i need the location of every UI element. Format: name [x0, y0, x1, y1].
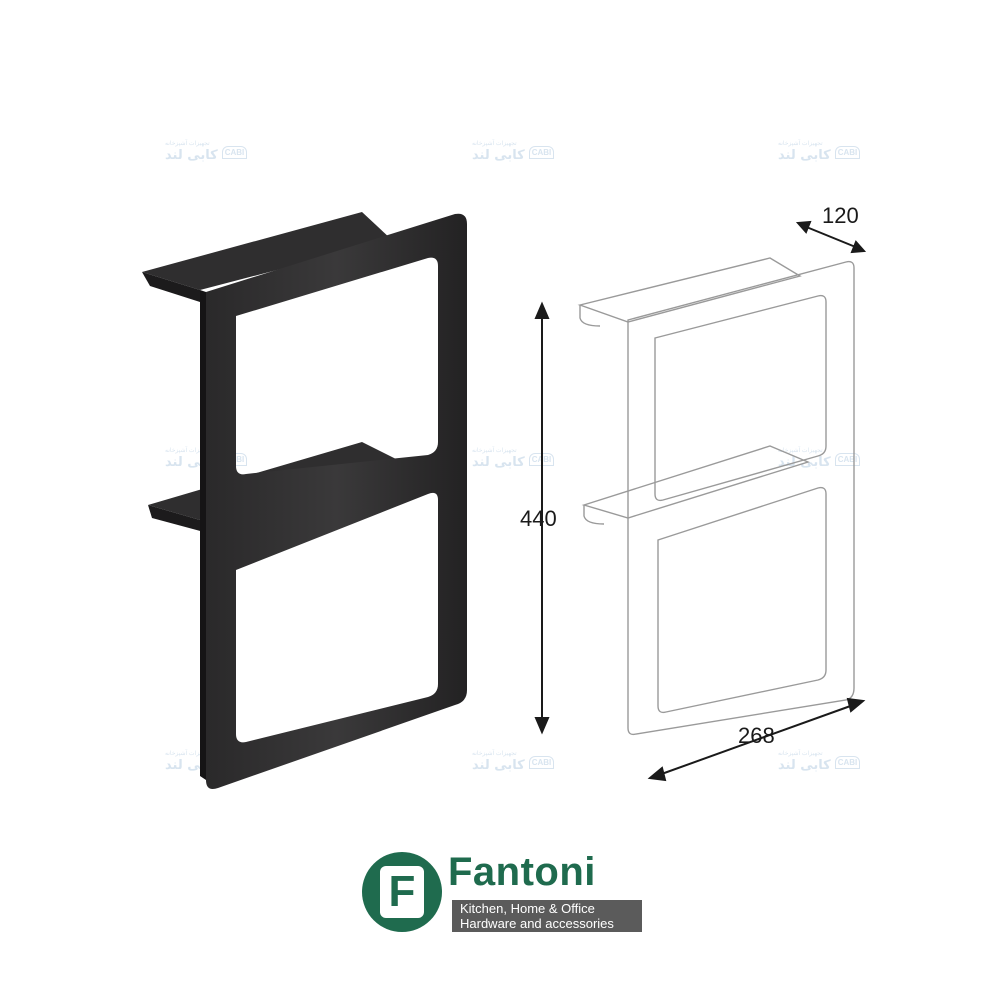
- depth-label: 120: [822, 203, 859, 228]
- width-label: 268: [738, 723, 775, 748]
- outline-top-shelf: [577, 257, 802, 323]
- watermark-title: کابی لند: [472, 758, 525, 773]
- outline-top-lip: [579, 305, 601, 327]
- logo-letter: F: [380, 866, 424, 918]
- depth-arrow-line: [803, 225, 859, 249]
- watermark-subtitle: تجهیزات آشپزخانه: [472, 448, 517, 454]
- width-arrow-head-end: [846, 697, 866, 713]
- width-arrow-line: [655, 703, 857, 777]
- watermark-subtitle: تجهیزات آشپزخانه: [472, 751, 517, 757]
- panel-edge: [200, 290, 206, 780]
- watermark-badge: CABI: [834, 145, 861, 159]
- depth-arrow-head-end: [850, 240, 867, 254]
- watermark-subtitle: تجهیزات آشپزخانه: [165, 751, 210, 757]
- height-arrow-head-bottom: [534, 717, 550, 735]
- outline-front-panel: [627, 260, 855, 736]
- outline-middle-lip: [583, 505, 605, 525]
- top-shelf-surface: [142, 212, 392, 290]
- brand-name: Fantoni: [448, 850, 596, 894]
- watermark-badge: CABI: [834, 755, 861, 769]
- watermark-badge: CABI: [834, 452, 861, 466]
- watermark-title: کابی لند: [778, 148, 831, 163]
- watermark-title: کابی لند: [778, 758, 831, 773]
- top-shelf-lip: [142, 272, 200, 302]
- outline-upper-window: [654, 294, 827, 502]
- watermark-title: کابی لند: [472, 148, 525, 163]
- watermark-title: کابی لند: [472, 455, 525, 470]
- height-label: 440: [520, 506, 557, 531]
- watermark-subtitle: تجهیزات آشپزخانه: [165, 141, 210, 147]
- middle-shelf-lip: [148, 505, 204, 532]
- watermark-badge: CABI: [221, 145, 248, 159]
- watermark-subtitle: تجهیزات آشپزخانه: [778, 141, 823, 147]
- depth-arrow-head-start: [795, 220, 812, 234]
- brand-logo: F Fantoni Kitchen, Home & Office Hardwar…: [362, 850, 652, 940]
- watermark-subtitle: تجهیزات آشپزخانه: [778, 448, 823, 454]
- watermark-badge: CABI: [528, 145, 555, 159]
- watermark-subtitle: تجهیزات آشپزخانه: [778, 751, 823, 757]
- brand-tagline-bar: Kitchen, Home & Office Hardware and acce…: [452, 900, 642, 932]
- watermark-subtitle: تجهیزات آشپزخانه: [472, 141, 517, 147]
- watermark-badge: CABI: [528, 755, 555, 769]
- watermark-title: کابی لند: [165, 148, 218, 163]
- outline-lower-window: [657, 486, 827, 714]
- brand-tagline-2: Hardware and accessories: [460, 916, 614, 931]
- watermark-subtitle: تجهیزات آشپزخانه: [165, 448, 210, 454]
- width-arrow-head-start: [647, 766, 667, 782]
- outline-middle-shelf: [581, 445, 811, 519]
- height-arrow-head-top: [534, 301, 550, 319]
- logo-circle: F: [362, 852, 442, 932]
- front-panel: [206, 213, 467, 789]
- brand-tagline-1: Kitchen, Home & Office: [460, 901, 595, 916]
